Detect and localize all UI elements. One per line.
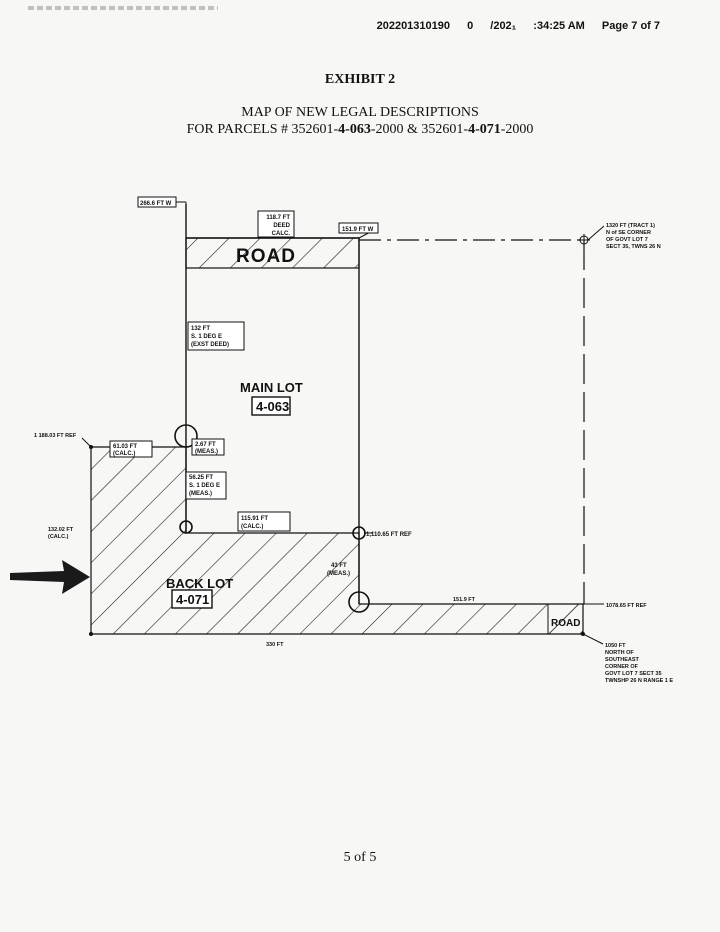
title-line-2: FOR PARCELS # 352601-4-063-2000 & 352601…	[0, 121, 720, 138]
east-side-2: S. 1 DEG E	[191, 334, 222, 340]
br-note-3: SOUTHEAST	[605, 657, 640, 663]
point-sw-back	[89, 632, 93, 636]
top-right-w-text: 151.9 FT W	[342, 227, 374, 233]
ref1110-text: 1,110.65 FT REF	[366, 532, 412, 538]
bottom-330-text: 330 FT	[266, 642, 284, 648]
tr-note-3: OF GOVT LOT 7	[606, 237, 648, 243]
deed-line-2: DEED	[273, 223, 290, 229]
br-note-6: TWNSHP 26 N RANGE 1 E	[605, 678, 673, 684]
deed-line-1: 118.7 FT	[266, 215, 290, 221]
parcel-map: 266.6 FT W 118.7 FT DEED CALC. 151.9 FT …	[34, 196, 673, 684]
survey-marker-3	[352, 526, 366, 540]
br-note-5: GOVT LOT 7 SECT 35	[605, 671, 662, 677]
s5625-2: S. 1 DEG E	[189, 483, 220, 489]
deed-line-3: CALC.	[272, 231, 291, 237]
parcel-2-bold: 4-071	[468, 122, 501, 137]
meas43-2: (MEAS.)	[327, 571, 350, 577]
point-nw-back	[89, 445, 93, 449]
east-side-3: (EXST DEED)	[191, 342, 229, 348]
page-footer: 5 of 5	[343, 850, 377, 865]
tl-ref-text: 266.6 FT W	[140, 201, 172, 207]
calc61-2: (CALC.)	[113, 451, 135, 457]
left-ref-text: 1 188.03 FT REF	[34, 433, 77, 439]
calc11591-1: 115.91 FT	[241, 516, 268, 522]
s5625-3: (MEAS.)	[189, 491, 212, 497]
box-calc11591	[237, 511, 291, 532]
meas267-1: 2.67 FT	[195, 442, 216, 448]
calc11591-2: (CALC.)	[241, 524, 263, 530]
box-tl-ref	[137, 196, 177, 208]
meas43-1: 43 FT	[331, 563, 347, 569]
west-side-1: 132.02 FT	[48, 527, 74, 533]
tr-note-2: N of SE CORNER	[606, 230, 651, 236]
header-page: Page 7 of 7	[601, 20, 660, 32]
point-se-back	[581, 632, 585, 636]
title-prefix: FOR PARCELS # 352601-	[186, 122, 339, 137]
box-calc61	[109, 440, 153, 458]
tr-note-4: SECT 35, TWNS 26 N	[606, 244, 661, 250]
back-lot-num: 4-071	[176, 592, 209, 607]
header-time: :34:25 AM	[533, 20, 585, 32]
box-top-right-w	[338, 222, 379, 234]
box-east-side	[187, 321, 245, 351]
box-meas267	[191, 438, 225, 456]
arrow-pointer-icon	[10, 560, 90, 594]
box-s5625	[185, 471, 227, 500]
title-line-1: MAP OF NEW LEGAL DESCRIPTIONS	[241, 105, 479, 120]
box-deed	[257, 210, 295, 238]
recording-header: 202201310190 0 /202₁ :34:25 AM Page 7 of…	[377, 20, 660, 32]
parcel-1-suffix: -2000 & 352601-	[370, 122, 469, 137]
calc61-1: 61.03 FT	[113, 444, 137, 450]
road-top-label: ROAD	[236, 246, 296, 267]
survey-marker-4	[348, 591, 370, 613]
survey-marker-1	[174, 424, 198, 448]
parcel-1-bold: 4-063	[338, 122, 371, 137]
survey-marker-2	[179, 520, 193, 534]
east-side-1: 132 FT	[191, 326, 210, 332]
tr-note-1: 1320 FT (TRACT 1)	[606, 223, 655, 229]
br-note-4: CORNER OF	[605, 664, 639, 670]
leader-left-ref	[81, 437, 92, 448]
doc-number: 202201310190	[376, 20, 451, 32]
br-note-1: 1050 FT	[605, 643, 626, 649]
bottom-151-text: 151.9 FT	[453, 597, 476, 603]
meas267-2: (MEAS.)	[195, 449, 218, 455]
s5625-1: 56.25 FT	[189, 475, 213, 481]
west-side-2: (CALC.)	[48, 534, 69, 540]
road-bottom-area	[547, 603, 584, 635]
leader-br-note	[582, 633, 604, 645]
fax-header-smudge	[28, 6, 218, 10]
main-lot-num-box	[251, 396, 291, 416]
header-date: /202₁	[490, 20, 517, 32]
ref1078-text: 1078.65 FT REF	[606, 603, 647, 609]
main-lot-label: MAIN LOT	[240, 380, 303, 395]
back-lot-num-box	[171, 589, 213, 609]
header-field: 0	[467, 20, 474, 32]
map-title: MAP OF NEW LEGAL DESCRIPTIONS FOR PARCEL…	[0, 104, 720, 138]
leader-tr-note	[587, 225, 605, 241]
main-lot-num: 4-063	[256, 399, 289, 414]
road-top-area	[185, 237, 360, 269]
road-bottom-label: ROAD	[551, 618, 580, 629]
back-lot-area	[90, 446, 584, 635]
parcel-2-suffix: -2000	[500, 122, 534, 137]
back-lot-label: BACK LOT	[166, 576, 233, 591]
br-note-2: NORTH OF	[605, 650, 634, 656]
exhibit-heading: EXHIBIT 2	[324, 72, 396, 87]
